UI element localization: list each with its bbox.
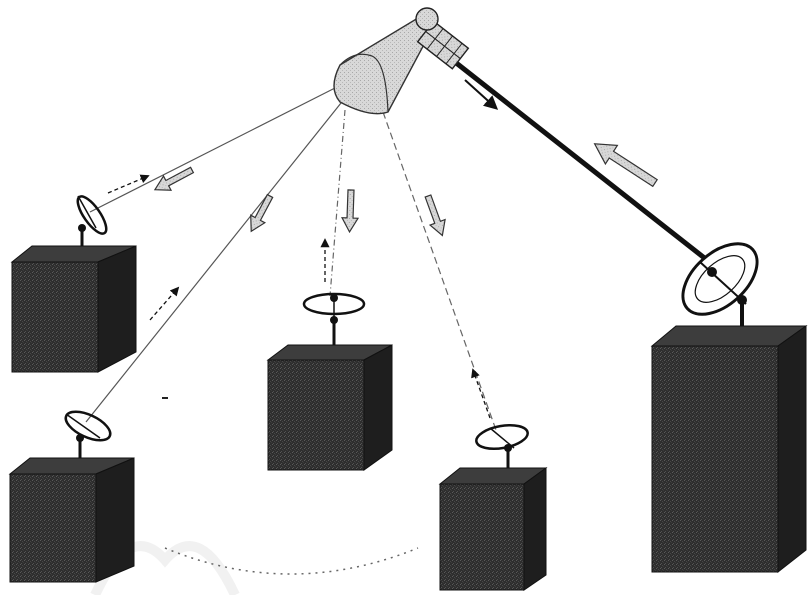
hollow-arrow-remote-2 [250,193,274,233]
dotted-arc [164,547,419,575]
links [85,60,737,431]
remote-station-4 [438,424,548,591]
hollow-arrow-remote-1 [153,166,195,191]
hollow-arrow-remote-3 [341,189,360,234]
link-satellite-remote-1 [89,87,336,213]
link-satellite-remote-4 [382,111,497,431]
link-satellite-remote-3 [329,109,346,297]
building [10,245,137,373]
small-dish-icon [76,195,108,246]
building [8,457,135,583]
direction-arrows [107,79,499,419]
arrow-up-remote-2 [149,286,180,321]
building [266,344,393,471]
small-dish-icon [302,292,366,345]
hollow-arrows [153,143,659,237]
satellite-icon [333,7,470,115]
link-satellite-remote-2 [85,97,346,423]
hub-station [650,242,808,574]
satellite-antenna [333,17,438,115]
link-satellite-hub [453,60,737,284]
building [438,467,548,591]
remote-station-2 [8,410,135,583]
arrow-down-hub [464,79,499,110]
stray-mark [162,397,168,399]
remote-station-3 [266,292,393,471]
arrow-up-remote-1 [107,174,150,194]
hollow-arrow-remote-4 [424,194,446,237]
arrow-up-remote-4 [471,368,491,419]
hollow-arrow-hub-uplink [593,143,659,188]
small-dish-icon [64,410,112,458]
small-dish-icon [475,424,529,468]
remote-station-1 [10,195,137,373]
building [650,325,808,574]
large-dish-icon [681,242,759,326]
